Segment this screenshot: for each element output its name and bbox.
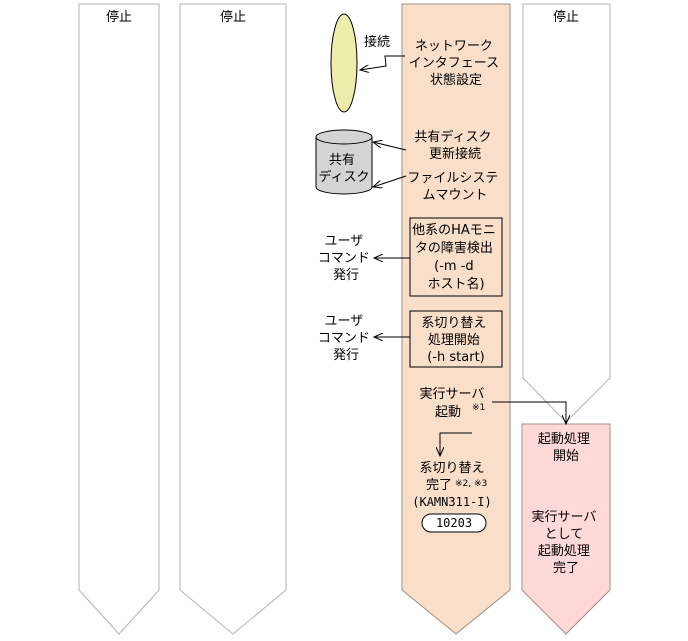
lane5-done-line-2: として: [545, 527, 584, 542]
disk-mount-arrow: [373, 175, 407, 187]
switch-user-command: ユーザ コマンド 発行: [318, 314, 374, 363]
detect-user-command: ユーザ コマンド 発行: [318, 234, 374, 283]
network-step-line-1: ネットワーク: [415, 39, 493, 54]
network-step-line-3: 状態設定: [430, 72, 482, 88]
lane-2-label: 停止: [220, 9, 246, 25]
switch-done-note: ※2, ※3: [455, 479, 487, 489]
shared-disk: 共有 ディスク: [315, 129, 373, 195]
exec-start-arrow-to-lane5: [492, 401, 566, 424]
switch-start-box: [409, 310, 503, 368]
disk-update-arrow: [373, 142, 407, 151]
disk-label-line-1: 共有: [329, 153, 355, 168]
switch-start-step: 系切り替え 処理開始 (-h start): [409, 310, 503, 368]
lane-5-start-shape: [521, 423, 611, 635]
lane-1-shape: [78, 3, 160, 635]
disk-label-line-2: ディスク: [318, 169, 369, 185]
switch-done-code: 10203: [436, 516, 472, 530]
detect-user-command-line-1: ユーザ: [325, 234, 364, 249]
switch-done-code-badge: [421, 513, 487, 533]
network-connect-label: 接続: [364, 34, 390, 50]
detect-user-command-line-3: 発行: [333, 268, 359, 283]
switch-start-text: 系切り替え 処理開始 (-h start): [421, 316, 490, 365]
exec-start-arrow-down: [440, 432, 472, 456]
switch-start-line-2: 処理開始: [428, 333, 480, 348]
switch-start-line-1: 系切り替え: [421, 316, 486, 331]
switch-done-line-2: 完了: [426, 478, 452, 493]
switch-user-command-line-2: コマンド: [318, 331, 370, 346]
disk-update-line-1: 共有ディスク: [414, 129, 491, 145]
network-interface: 接続: [330, 13, 405, 113]
network-step: ネットワーク インタフェース 状態設定: [409, 39, 504, 88]
lane-5-label: 停止: [553, 9, 579, 25]
lane5-done-line-3: 起動処理: [538, 544, 590, 559]
exec-start-text: 実行サーバ 起動: [419, 386, 488, 420]
exec-start-line-2: 起動: [435, 405, 461, 420]
lane-1-label: 停止: [106, 9, 132, 25]
lane-2-shape: [179, 3, 287, 635]
exec-start-note: ※1: [472, 403, 485, 413]
detect-line-2: タの障害検出: [415, 240, 493, 256]
detect-step: 他系のHAモニ タの障害検出 (-m -d ホスト名): [409, 217, 503, 297]
switch-user-command-line-1: ユーザ: [325, 314, 364, 329]
detect-line-3: (-m -d: [434, 259, 474, 274]
disk-update-step: 共有ディスク 更新接続: [414, 129, 495, 162]
lane5-done-line-4: 完了: [553, 561, 579, 576]
network-step-line-2: インタフェース: [409, 56, 499, 71]
lane-5-shape: [522, 3, 611, 423]
lane-1: 停止: [78, 3, 160, 635]
disk-mount-line-2: ムマウント: [422, 188, 487, 203]
switch-user-command-line-3: 発行: [333, 348, 359, 363]
lane5-done-line-1: 実行サーバ: [531, 509, 596, 525]
disk-top: [315, 129, 373, 145]
network-ellipse: [330, 13, 358, 113]
exec-start-line-1: 実行サーバ: [419, 386, 484, 402]
detect-line-4: ホスト名): [427, 276, 484, 292]
network-connect-arrow: [360, 55, 405, 70]
switch-start-line-3: (-h start): [427, 350, 484, 365]
switch-done-message-id: (KAMN311-I): [412, 495, 491, 509]
detect-user-command-line-2: コマンド: [318, 251, 370, 266]
disk-label: 共有 ディスク: [318, 153, 369, 185]
disk-mount-step: ファイルシステ ムマウント: [407, 171, 502, 203]
detect-box: [409, 217, 503, 297]
lane5-start-text: 起動処理 開始: [538, 432, 594, 464]
detect-line-1: 他系のHAモニ: [412, 223, 496, 238]
detect-text: 他系のHAモニ タの障害検出 (-m -d ホスト名): [412, 223, 500, 292]
disk-body: [315, 136, 373, 195]
disk-mount-line-1: ファイルシステ: [407, 171, 498, 186]
lane-2: 停止: [179, 3, 287, 635]
lane5-start-line-1: 起動処理: [538, 432, 590, 447]
disk-update-line-2: 更新接続: [429, 146, 481, 162]
lane-5: 停止: [521, 3, 611, 635]
lane5-done-text: 実行サーバ として 起動処理 完了: [531, 509, 600, 576]
switch-done-line-1: 系切り替え: [419, 461, 484, 476]
lane5-start-line-2: 開始: [553, 449, 579, 464]
